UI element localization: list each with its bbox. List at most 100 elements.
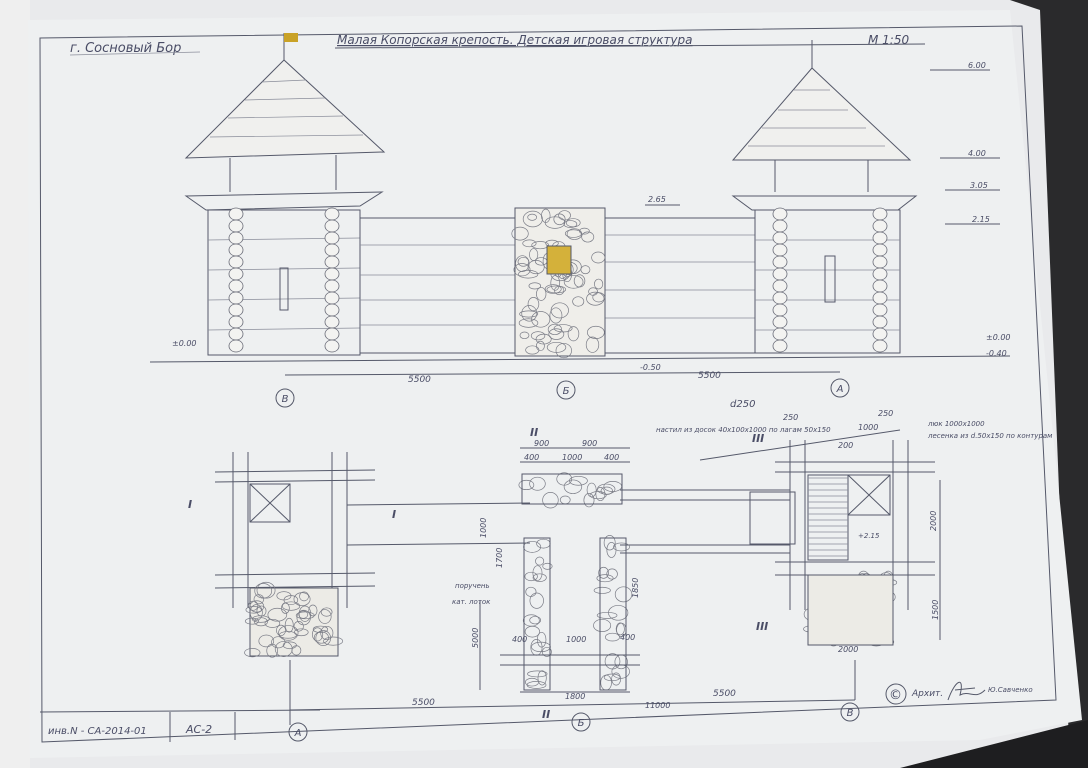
- log-end: [324, 243, 340, 257]
- log-end: [772, 303, 788, 317]
- stone: [550, 275, 561, 291]
- dim-1000-top: 1000: [562, 453, 582, 462]
- log-end: [228, 279, 244, 293]
- stone: [537, 670, 547, 686]
- stone: [586, 291, 605, 306]
- level-minus-0-40: -0.40: [986, 349, 1007, 358]
- axis-b-plan: Б: [578, 718, 585, 729]
- log-end: [772, 279, 788, 293]
- log-end: [228, 231, 244, 245]
- stone: [522, 210, 543, 228]
- right-tower-roof: [731, 67, 912, 161]
- stone: [515, 255, 530, 272]
- city-label: г. Сосновый Бор: [70, 41, 181, 56]
- stone: [615, 622, 625, 636]
- dim-d250: d250: [730, 399, 755, 410]
- dim-1000-right: 1000: [858, 423, 878, 432]
- stone: [298, 605, 312, 622]
- stone: [613, 542, 630, 552]
- stone: [527, 297, 540, 312]
- axis-b-elevation: Б: [563, 386, 570, 397]
- dim-400-b: 400: [604, 453, 619, 462]
- dim-1000-side: 1000: [479, 518, 488, 538]
- dim-400-c: 400: [512, 635, 527, 644]
- stone: [276, 591, 292, 601]
- stone: [525, 586, 537, 597]
- log-end: [872, 219, 888, 233]
- coat-of-arms: [546, 245, 572, 275]
- stone: [593, 586, 611, 594]
- stone: [282, 601, 301, 611]
- log-end: [872, 243, 888, 257]
- dim-5500-plan-left: 5500: [412, 698, 435, 708]
- log-end: [228, 255, 244, 269]
- log-end: [872, 279, 888, 293]
- log-end: [228, 243, 244, 257]
- dim-5500-left: 5500: [408, 375, 431, 385]
- log-end: [324, 339, 340, 353]
- stone: [521, 305, 538, 322]
- section-mark-iii-bottom: III: [756, 620, 768, 633]
- log-end: [872, 303, 888, 317]
- stone: [598, 566, 609, 579]
- stone: [596, 574, 614, 583]
- plan-view: 900 900 400 1000 400 d250 250 1000 250 2…: [188, 399, 1053, 742]
- architect-signature: [947, 682, 986, 701]
- stone: [518, 318, 539, 328]
- stone: [256, 605, 267, 617]
- stone: [293, 592, 311, 607]
- sheet-title: Малая Копорская крепость. Детская игрова…: [337, 33, 693, 47]
- dim-1500: 1500: [931, 600, 940, 620]
- log-end: [228, 219, 244, 233]
- log-end: [324, 279, 340, 293]
- stone: [553, 213, 566, 226]
- stone: [606, 568, 618, 580]
- stone: [563, 275, 584, 289]
- log-end: [872, 255, 888, 269]
- stone: [550, 302, 569, 319]
- stone: [600, 486, 613, 495]
- stone: [541, 208, 551, 223]
- stone: [253, 594, 265, 605]
- note-slide: кат. лоток: [452, 598, 491, 606]
- log-end: [872, 207, 888, 221]
- inventory-number: инв.N - CA-2014-01: [48, 726, 147, 737]
- log-end: [772, 219, 788, 233]
- log-end: [872, 339, 888, 353]
- stone: [254, 617, 268, 627]
- log-end: [772, 267, 788, 281]
- stone: [542, 492, 559, 509]
- level-minus-0-50: -0.50: [640, 363, 661, 372]
- section-mark-ii-bottom: II: [542, 708, 550, 721]
- stone: [296, 609, 311, 626]
- dim-1850: 1850: [631, 578, 640, 598]
- stone: [548, 328, 565, 340]
- level-0-00-left: ±0.00: [172, 339, 197, 348]
- stone: [293, 620, 304, 632]
- stone: [518, 269, 539, 279]
- dim-400-d: 400: [620, 633, 635, 642]
- stone: [608, 605, 629, 621]
- stone: [264, 618, 281, 628]
- stone: [605, 632, 620, 642]
- stone: [529, 476, 546, 491]
- stone: [298, 610, 309, 619]
- dim-1800: 1800: [565, 692, 585, 701]
- stone: [527, 670, 548, 678]
- stone: [531, 241, 549, 250]
- stone: [530, 331, 546, 341]
- stone: [281, 602, 290, 614]
- log-end: [872, 291, 888, 305]
- section-mark-i-left: I: [188, 498, 192, 511]
- axis-v-elevation: В: [282, 394, 289, 405]
- stone: [524, 571, 538, 582]
- dim-1700: 1700: [495, 548, 504, 568]
- stone: [266, 643, 278, 658]
- log-end: [772, 207, 788, 221]
- dim-250-a: 250: [783, 413, 798, 422]
- stone: [558, 210, 571, 221]
- log-end: [324, 315, 340, 329]
- stone: [587, 325, 605, 340]
